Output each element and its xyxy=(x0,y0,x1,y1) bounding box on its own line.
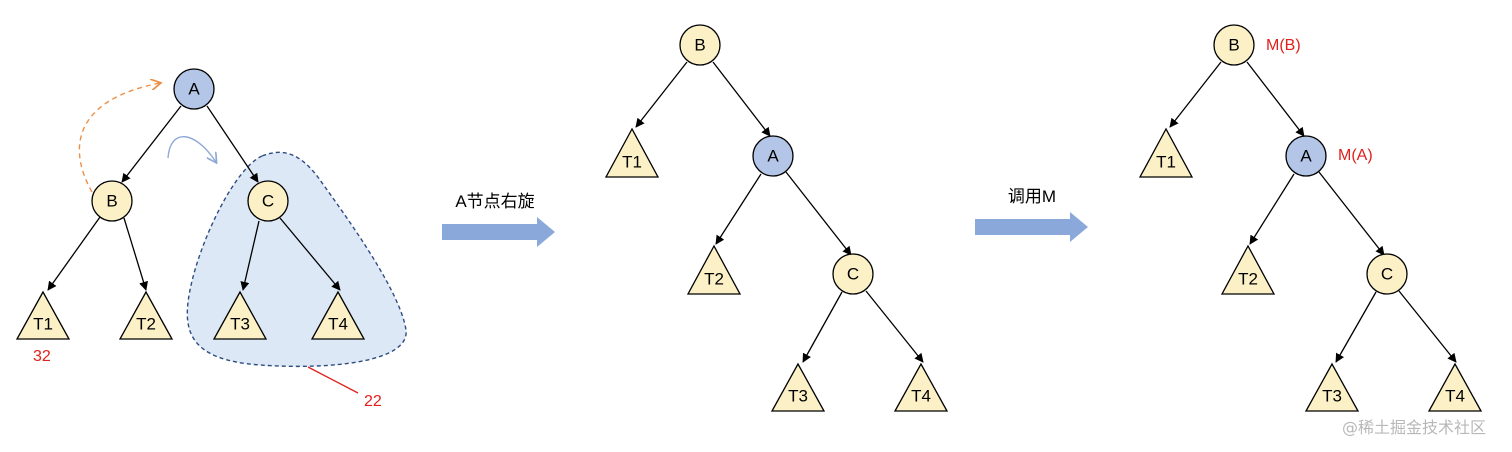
subtree-t2-label: T2 xyxy=(704,270,724,289)
node-a-label: A xyxy=(1300,147,1312,166)
step2-label: 调用M xyxy=(1008,187,1056,206)
diagram-before-rotation: A B C T1 T2 T3 T4 32 22 xyxy=(15,68,407,410)
subtree-t1-label: T1 xyxy=(622,153,642,172)
node-c-label: C xyxy=(1381,265,1393,284)
node-a: A xyxy=(1285,135,1327,177)
rotation-curve-arrow xyxy=(167,136,216,162)
node-c-label: C xyxy=(262,192,274,211)
subtree-t3: T3 xyxy=(770,362,826,412)
node-a: A xyxy=(173,68,215,110)
subtree-t2-label: T2 xyxy=(1238,270,1258,289)
node-b: B xyxy=(91,180,133,222)
m-a-annotation: M(A) xyxy=(1338,147,1373,164)
step1-arrow-shape xyxy=(442,217,555,247)
subtree-t1-label: T1 xyxy=(1156,153,1176,172)
node-a-label: A xyxy=(188,80,200,99)
region-pointer-line xyxy=(307,366,359,394)
t1-height-annotation: 32 xyxy=(33,348,51,365)
subtree-t3: T3 xyxy=(212,290,268,340)
subtree-t3-label: T3 xyxy=(788,387,808,406)
subtree-t3: T3 xyxy=(1304,362,1360,412)
step1-label: A节点右旋 xyxy=(455,192,534,211)
node-c: C xyxy=(247,180,289,222)
subtree-t2: T2 xyxy=(1220,244,1276,295)
orange-dashed-arrow xyxy=(78,83,160,193)
subtree-t1: T1 xyxy=(15,290,71,340)
watermark: @稀土掘金技术社区 xyxy=(1342,418,1486,437)
node-a-label: A xyxy=(767,147,779,166)
subtree-t3-label: T3 xyxy=(1322,387,1342,406)
node-b-label: B xyxy=(106,192,117,211)
subtree-t4-label: T4 xyxy=(328,315,348,334)
step-arrow-1: A节点右旋 xyxy=(442,192,555,247)
subtree-t2-label: T2 xyxy=(136,315,156,334)
node-b-label: B xyxy=(694,36,705,55)
subtree-t4-label: T4 xyxy=(1445,387,1465,406)
node-c-label: C xyxy=(847,265,859,284)
diagram-after-update: B A C T1 T2 T3 T4 M(B) M(A) xyxy=(1138,24,1483,412)
subtree-t4: T4 xyxy=(310,290,366,340)
step2-arrow-shape xyxy=(975,212,1088,242)
node-c: C xyxy=(832,253,874,295)
subtree-t2: T2 xyxy=(118,290,174,340)
m-b-annotation: M(B) xyxy=(1266,37,1301,54)
subtree-t4-label: T4 xyxy=(911,387,931,406)
diagram-after-rotation: B A C T1 T2 T3 T4 xyxy=(604,24,949,412)
subtree-t3-label: T3 xyxy=(230,315,250,334)
subtree-t1-label: T1 xyxy=(33,315,53,334)
node-b-label: B xyxy=(1228,36,1239,55)
node-b: B xyxy=(679,24,721,66)
subtree-t1: T1 xyxy=(1138,127,1194,178)
node-c: C xyxy=(1366,253,1408,295)
step-arrow-2: 调用M xyxy=(975,187,1088,242)
region-height-annotation: 22 xyxy=(364,393,382,410)
node-a: A xyxy=(752,135,794,177)
subtree-t4: T4 xyxy=(1427,362,1483,412)
subtree-t4: T4 xyxy=(893,362,949,412)
subtree-t2: T2 xyxy=(686,244,742,295)
node-b: B xyxy=(1213,24,1255,66)
subtree-t1: T1 xyxy=(604,127,660,178)
